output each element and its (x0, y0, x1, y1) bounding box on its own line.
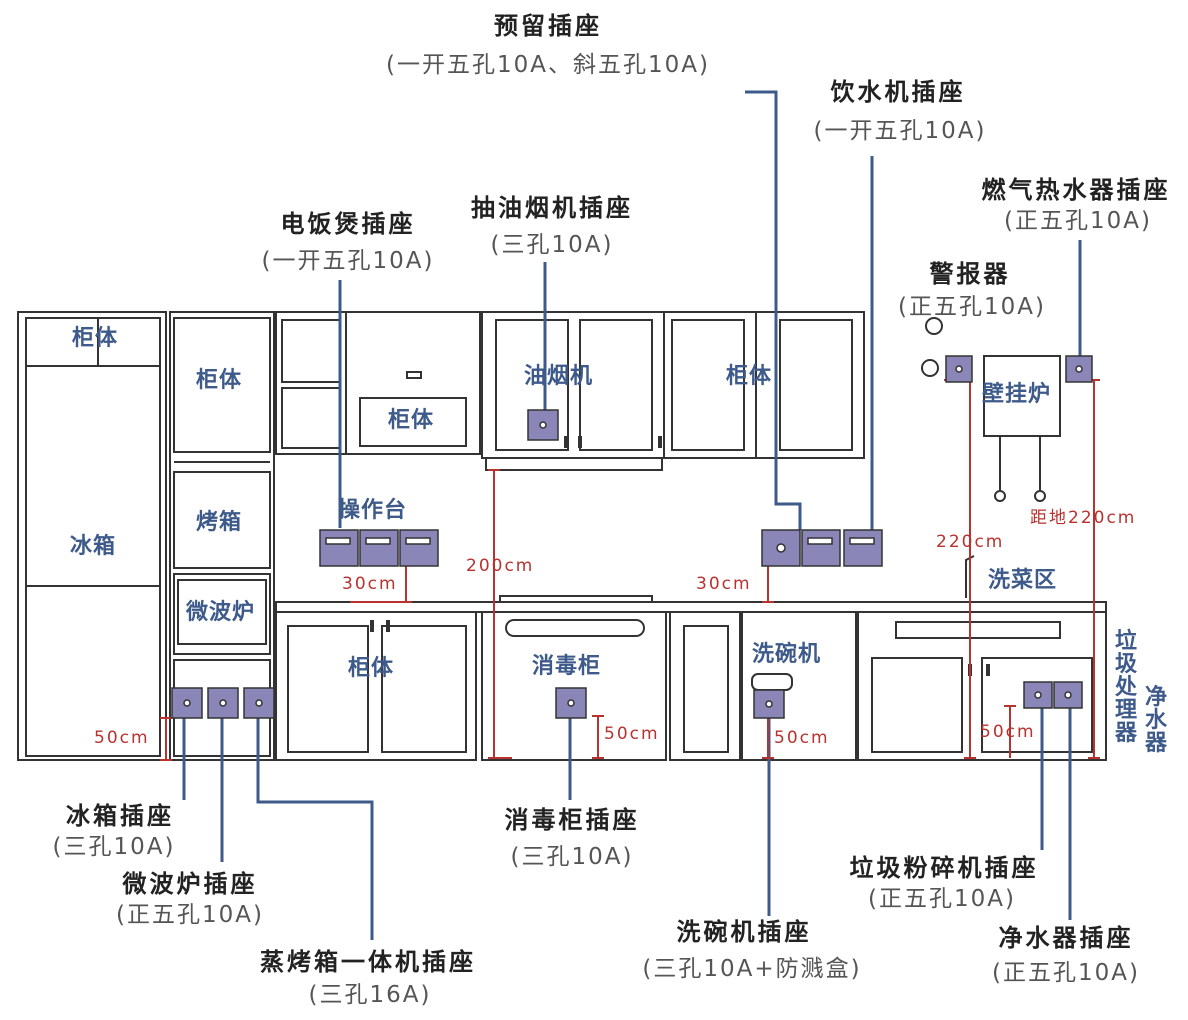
dishwasher-label: 洗碗机 (752, 642, 822, 667)
dishwasher-title: 洗碗机插座 (676, 918, 812, 946)
cabinet-label: 柜体 (726, 364, 773, 389)
socket-gas-heater (1065, 355, 1093, 383)
water-dispenser-title: 饮水机插座 (830, 78, 966, 106)
purifier-spec: (正五孔10A) (992, 960, 1140, 986)
leader-lines (182, 90, 1082, 940)
alarm-spec: (正五孔10A) (898, 294, 1046, 320)
dimension-30cm-left: 30cm (342, 574, 398, 594)
socket-fridge (171, 687, 203, 719)
range-hood-title: 抽油烟机插座 (471, 194, 633, 222)
reserved-spec: (一开五孔10A、斜五孔10A) (386, 52, 710, 78)
reserved-title: 预留插座 (494, 12, 602, 40)
dimension-lines (160, 379, 1100, 761)
dimension-50cm-sterilizer: 50cm (604, 724, 660, 744)
sterilizer-spec: (三孔10A) (510, 844, 634, 870)
sterilizer-title: 消毒柜插座 (504, 806, 640, 834)
disposer-spec: (正五孔10A) (868, 886, 1016, 912)
microwave-title: 微波炉插座 (122, 870, 258, 898)
range-hood-label: 油烟机 (524, 364, 594, 389)
cabinet-handles (370, 436, 990, 676)
socket-reserved-2 (801, 529, 841, 567)
gas-heater-spec: (正五孔10A) (1004, 208, 1152, 234)
washing-area-label: 洗菜区 (988, 568, 1058, 593)
rice-cooker-spec: (一开五孔10A) (261, 248, 435, 274)
water-dispenser-spec: (一开五孔10A) (813, 118, 987, 144)
socket-purifier (1053, 681, 1083, 709)
dimension-50cm-fridge: 50cm (94, 728, 150, 748)
oven-label: 烤箱 (196, 510, 243, 535)
socket-water-dispenser (843, 529, 883, 567)
gas-heater-title: 燃气热水器插座 (981, 176, 1171, 204)
wall-boiler-label: 壁挂炉 (982, 382, 1052, 407)
socket-reserved-1 (761, 529, 801, 567)
fridge-spec: (三孔10A) (52, 834, 176, 860)
cabinet-label: 柜体 (72, 326, 119, 351)
socket-countertop-2 (359, 529, 399, 567)
purifier-title: 净水器插座 (998, 924, 1134, 952)
steam-oven-spec: (三孔16A) (308, 982, 432, 1008)
socket-dishwasher (753, 689, 785, 719)
socket-countertop-1 (319, 529, 359, 567)
cabinet-label: 柜体 (388, 408, 435, 433)
fridge-label: 冰箱 (70, 534, 117, 559)
socket-steam-oven (243, 687, 275, 719)
socket-disposer (1023, 681, 1053, 709)
cabinet-label: 柜体 (196, 368, 243, 393)
dimension-220cm-ground: 距地220cm (1030, 508, 1137, 528)
socket-microwave (207, 687, 239, 719)
sterilizer-label: 消毒柜 (532, 654, 602, 679)
purifier-vertical-label: 净水器 (1144, 685, 1167, 757)
steam-oven-title: 蒸烤箱一体机插座 (260, 948, 476, 976)
fridge-title: 冰箱插座 (66, 802, 174, 830)
socket-countertop-3 (399, 529, 439, 567)
disposer-title: 垃圾粉碎机插座 (849, 854, 1039, 882)
dimension-30cm-right: 30cm (696, 574, 752, 594)
dimension-50cm-sink: 50cm (980, 722, 1036, 742)
dimension-220cm: 220cm (936, 532, 1005, 552)
cabinet-label: 柜体 (348, 656, 395, 681)
rice-cooker-title: 电饭煲插座 (280, 210, 416, 238)
socket-sterilizer (555, 687, 587, 719)
sockets (171, 355, 1093, 719)
microwave-spec: (正五孔10A) (116, 902, 264, 928)
countertop-label: 操作台 (338, 498, 408, 523)
microwave-label: 微波炉 (186, 600, 256, 625)
dimension-50cm-dishwasher: 50cm (774, 728, 830, 748)
dishwasher-spec: (三孔10A+防溅盒) (642, 956, 862, 982)
disposer-vertical-label: 垃圾处理器 (1114, 629, 1137, 747)
socket-alarm (945, 355, 973, 383)
socket-range-hood (527, 409, 559, 441)
dimension-200cm: 200cm (466, 556, 535, 576)
alarm-title: 警报器 (929, 260, 1011, 288)
range-hood-spec: (三孔10A) (490, 232, 614, 258)
